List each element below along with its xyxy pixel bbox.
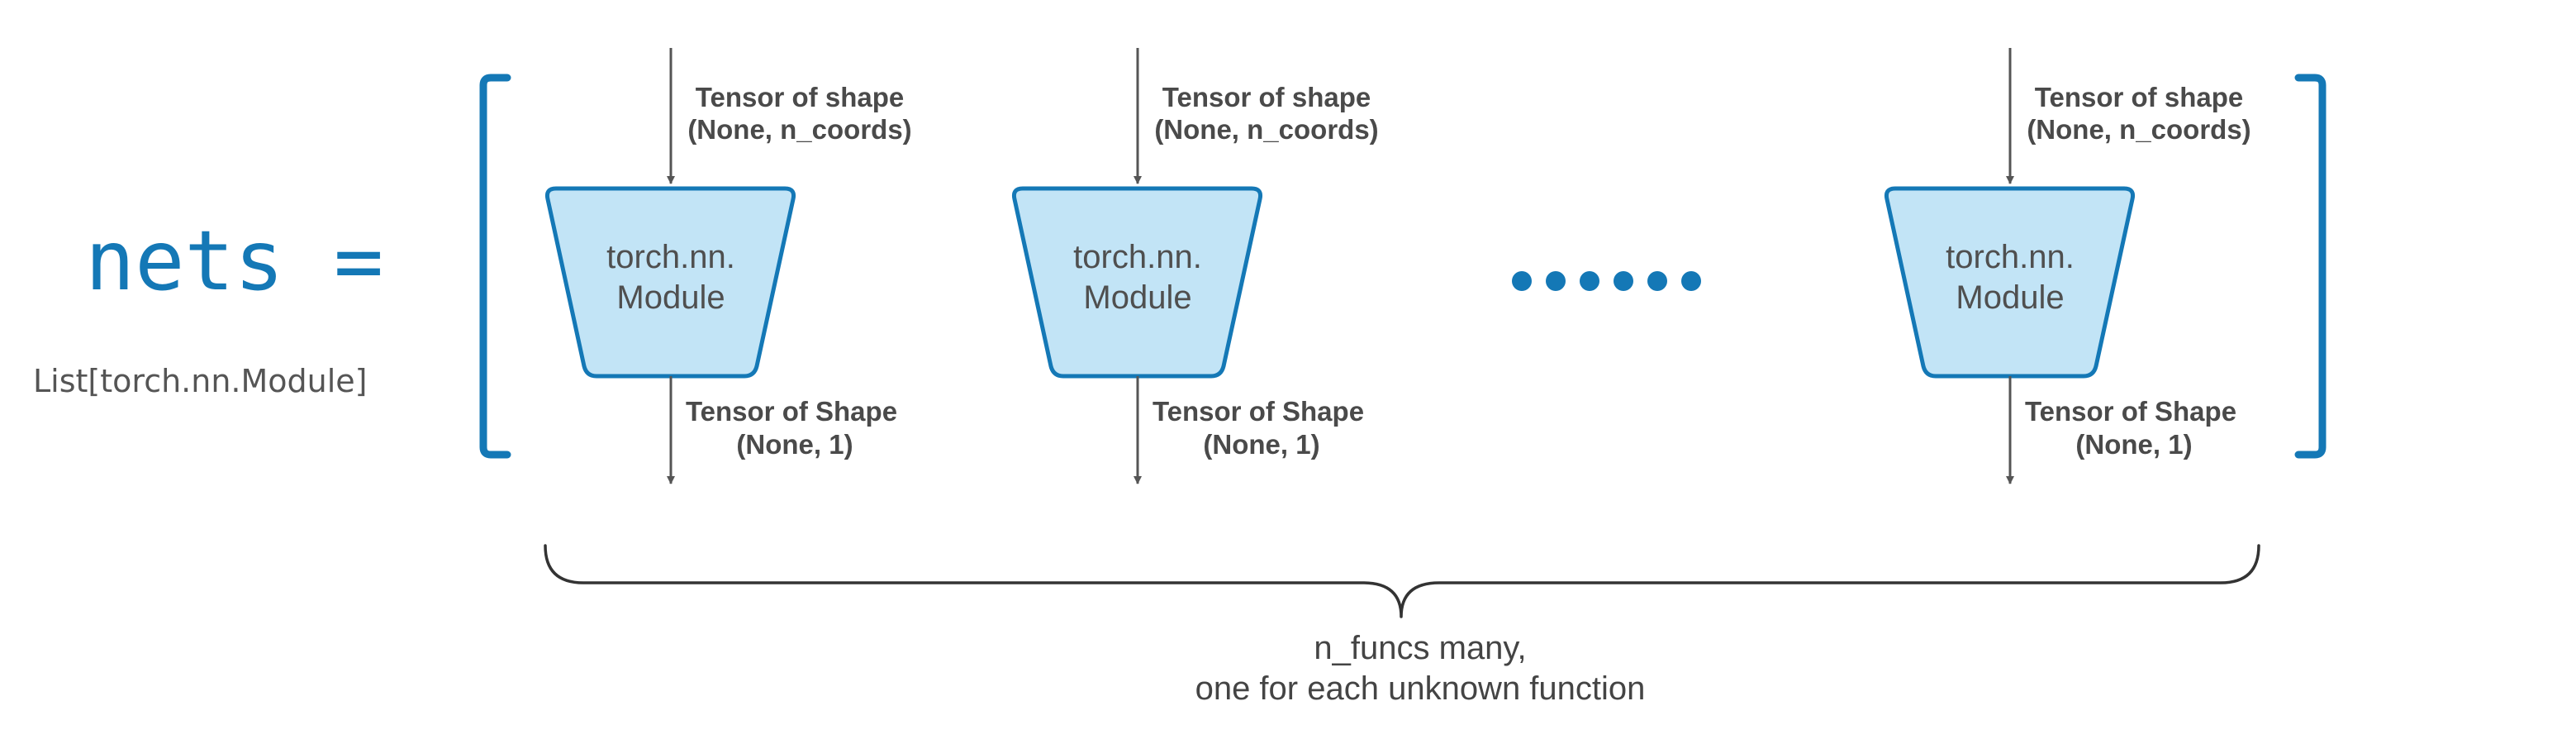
- output-label-line2: (None, 1): [736, 429, 853, 460]
- ellipsis-dot: [1546, 271, 1566, 291]
- left-bracket: [479, 74, 511, 459]
- module-block-2: Tensor of shape (None, n_coords) torch.n…: [1012, 48, 1379, 484]
- caption-line2: one for each unknown function: [1195, 670, 1646, 707]
- module-trapezoid: [545, 186, 796, 379]
- ellipsis: [1512, 271, 1701, 291]
- output-label-line1: Tensor of Shape: [2025, 396, 2236, 427]
- nets-variable: nets =: [85, 212, 383, 309]
- module-label-line2: Module: [1956, 279, 2064, 316]
- input-label-line2: (None, n_coords): [1154, 114, 1378, 145]
- curly-brace: [544, 544, 2260, 618]
- output-label-line1: Tensor of Shape: [1153, 396, 1364, 427]
- module-label-line1: torch.nn.: [1946, 239, 2075, 275]
- module-label-line2: Module: [616, 279, 725, 316]
- ellipsis-dot: [1681, 271, 1701, 291]
- module-label-line1: torch.nn.: [606, 239, 735, 275]
- ellipsis-dot: [1580, 271, 1599, 291]
- module-label-line2: Module: [1083, 279, 1191, 316]
- input-label-line1: Tensor of shape: [1162, 82, 1371, 112]
- module-block-3: Tensor of shape (None, n_coords) torch.n…: [1884, 48, 2251, 484]
- ellipsis-dot: [1614, 271, 1633, 291]
- right-bracket: [2294, 74, 2326, 459]
- ellipsis-dot: [1512, 271, 1532, 291]
- module-block-1: Tensor of shape (None, n_coords) torch.n…: [545, 48, 912, 484]
- input-label-line2: (None, n_coords): [687, 114, 911, 145]
- output-label-line2: (None, 1): [2075, 429, 2192, 460]
- ellipsis-dot: [1647, 271, 1667, 291]
- output-label-line1: Tensor of Shape: [686, 396, 897, 427]
- caption-line1: n_funcs many,: [1314, 630, 1526, 666]
- module-label-line1: torch.nn.: [1073, 239, 1202, 275]
- output-label-line2: (None, 1): [1203, 429, 1319, 460]
- module-trapezoid: [1884, 186, 2135, 379]
- type-hint: List[torch.nn.Module]: [33, 363, 368, 399]
- input-label-line1: Tensor of shape: [2035, 82, 2243, 112]
- input-label-line2: (None, n_coords): [2027, 114, 2250, 145]
- input-label-line1: Tensor of shape: [696, 82, 904, 112]
- module-trapezoid: [1012, 186, 1262, 379]
